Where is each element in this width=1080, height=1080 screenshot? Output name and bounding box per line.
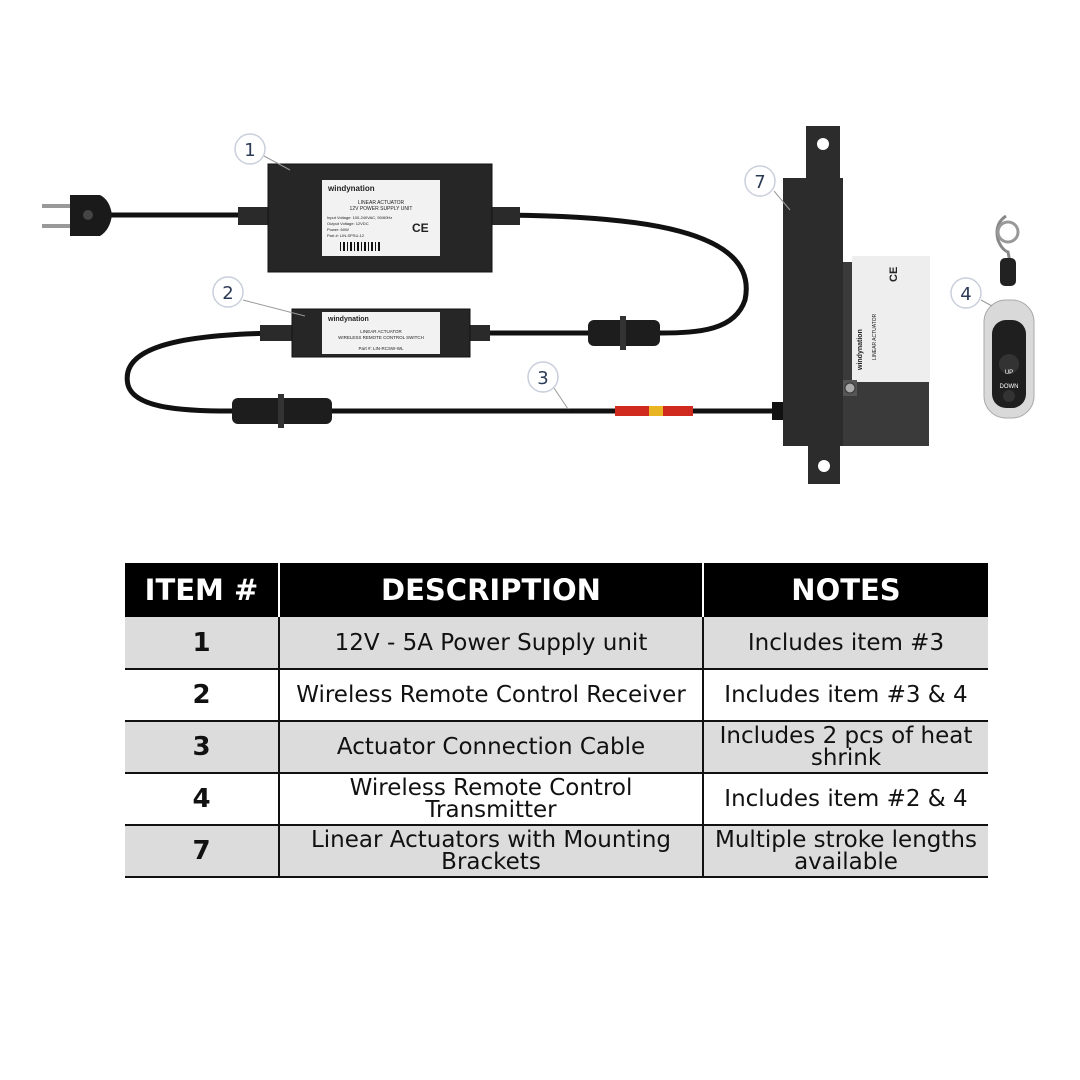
receiver-title-2: WIRELESS REMOTE CONTROL SWITCH: [338, 335, 424, 340]
receiver-brand: windynation: [327, 316, 369, 323]
header-item-number: ITEM #: [125, 563, 280, 617]
header-notes: NOTES: [703, 563, 988, 617]
psu-brand: windynation: [327, 184, 375, 193]
psu-title-1: LINEAR ACTUATOR: [358, 200, 405, 206]
item-number-cell: 7: [125, 825, 280, 878]
psu-spec-4: Part #: LIN-SPSU-12: [327, 233, 365, 238]
callout-4-number: 4: [960, 284, 971, 305]
down-label: DOWN: [1000, 384, 1019, 390]
notes-cell: Multiple stroke lengths available: [703, 825, 988, 878]
description-cell: Wireless Remote Control Transmitter: [279, 773, 704, 826]
table-row: 3 Actuator Connection Cable Includes 2 p…: [125, 721, 988, 774]
psu-ce-mark: CE: [412, 221, 429, 235]
psu-output-cable: [491, 212, 749, 336]
notes-cell: Includes item #3: [703, 617, 988, 670]
cable-entry: [772, 402, 786, 420]
receiver-part: Part #: LIN-RCSW-WL: [359, 346, 404, 351]
psu-spec-2: Output Voltage: 12VDC: [327, 221, 369, 226]
description-cell: Actuator Connection Cable: [279, 721, 704, 774]
psu-title-2: 12V POWER SUPPLY UNIT: [350, 206, 413, 212]
table-row: 2 Wireless Remote Control Receiver Inclu…: [125, 669, 988, 722]
callout-7: 7: [744, 165, 791, 211]
table-row: 4 Wireless Remote Control Transmitter In…: [125, 773, 988, 826]
callout-3: 3: [527, 361, 569, 410]
callout-1: 1: [234, 133, 291, 171]
inline-connector-lower: [232, 394, 332, 428]
heat-shrink-red-1: [615, 406, 649, 416]
callout-7-number: 7: [754, 172, 765, 193]
receiver-output-cable: [124, 330, 293, 414]
psu-barcode: [340, 242, 380, 251]
psu-spec-3: Power: 60W: [327, 227, 349, 232]
heat-shrink-red-2: [663, 406, 693, 416]
heat-shrink-yellow: [649, 406, 663, 416]
description-cell: Wireless Remote Control Receiver: [279, 669, 704, 722]
callout-2-number: 2: [222, 283, 233, 304]
item-number-cell: 1: [125, 617, 280, 670]
power-supply-unit: windynation LINEAR ACTUATOR 12V POWER SU…: [238, 163, 520, 273]
notes-cell: Includes 2 pcs of heat shrink: [703, 721, 988, 774]
table-row: 7 Linear Actuators with Mounting Bracket…: [125, 825, 988, 878]
table-row: 1 12V - 5A Power Supply unit Includes it…: [125, 617, 988, 670]
item-number-cell: 2: [125, 669, 280, 722]
psu-spec-1: Input Voltage: 100-240VAC, 50/60Hz: [327, 215, 392, 220]
up-button[interactable]: [999, 354, 1019, 374]
up-label: UP: [1005, 370, 1013, 376]
description-cell: 12V - 5A Power Supply unit: [279, 617, 704, 670]
callout-3-number: 3: [537, 368, 548, 389]
receiver-title-1: LINEAR ACTUATOR: [360, 329, 402, 334]
down-button[interactable]: [1003, 390, 1015, 402]
callout-2: 2: [212, 276, 306, 317]
header-description: DESCRIPTION: [279, 563, 704, 617]
callout-1-number: 1: [244, 140, 255, 161]
actuator-brand: windynation: [857, 329, 864, 371]
inline-connector-upper: [588, 316, 660, 350]
parts-table: ITEM # DESCRIPTION NOTES 1 12V - 5A Powe…: [125, 563, 988, 878]
product-diagram: windynation LINEAR ACTUATOR 12V POWER SU…: [42, 126, 1035, 484]
linear-actuator: windynation LINEAR ACTUATOR CE: [783, 126, 930, 484]
wireless-receiver: windynation LINEAR ACTUATOR WIRELESS REM…: [260, 308, 490, 358]
actuator-title: LINEAR ACTUATOR: [872, 313, 878, 360]
item-number-cell: 4: [125, 773, 280, 826]
callout-4: 4: [950, 277, 993, 309]
description-cell: Linear Actuators with Mounting Brackets: [279, 825, 704, 878]
notes-cell: Includes item #2 & 4: [703, 773, 988, 826]
notes-cell: Includes item #3 & 4: [703, 669, 988, 722]
ac-plug: [42, 195, 112, 236]
wireless-remote: UP DOWN: [983, 214, 1035, 419]
item-number-cell: 3: [125, 721, 280, 774]
actuator-ce-mark: CE: [888, 267, 900, 282]
table-header-row: ITEM # DESCRIPTION NOTES: [125, 563, 988, 617]
